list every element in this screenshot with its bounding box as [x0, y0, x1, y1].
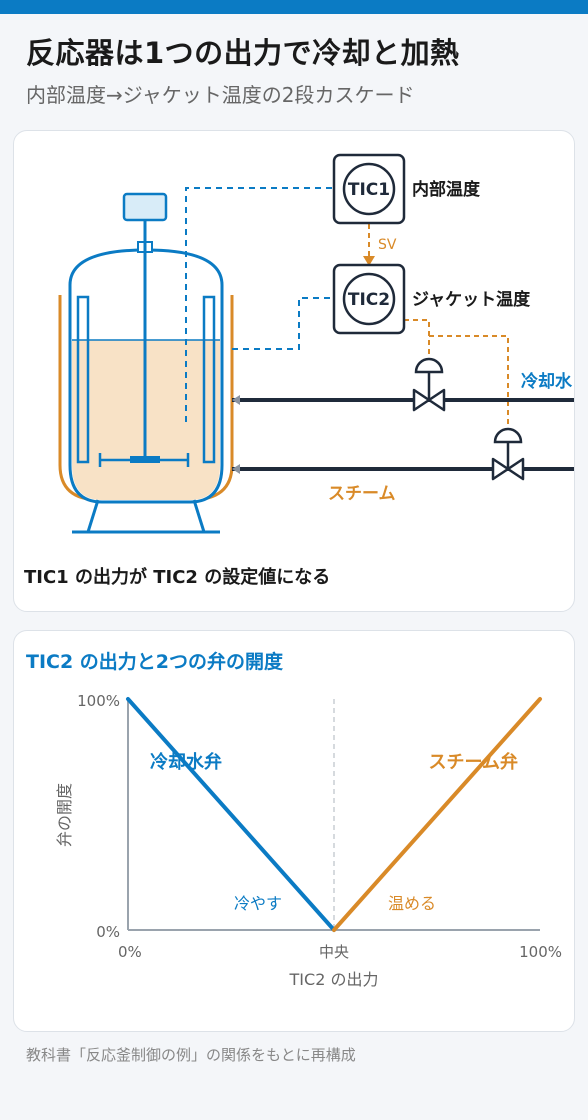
- annotation-heat: 温める: [388, 894, 436, 913]
- series-line-cooling: [126, 697, 336, 932]
- top-accent-bar: [0, 0, 588, 14]
- tic1-tag: TIC1: [348, 180, 390, 200]
- baffle-left: [76, 295, 90, 464]
- tic2-tag: TIC2: [348, 290, 390, 310]
- tic2-signal-line: [232, 297, 334, 350]
- sv-label: SV: [378, 237, 397, 253]
- footer-note: 教科書「反応釜制御の例」の関係をもとに再構成: [26, 1046, 356, 1064]
- steam-valve[interactable]: [491, 427, 525, 481]
- tic1-controller[interactable]: TIC1: [332, 153, 406, 225]
- tic1-signal-line: [185, 187, 334, 422]
- x-tick-label: 100%: [519, 943, 562, 961]
- reactor-legs: [86, 499, 206, 533]
- tic2-label: ジャケット温度: [412, 289, 531, 310]
- diagram-caption: TIC1 の出力が TIC2 の設定値になる: [24, 567, 331, 588]
- baffle-right: [202, 295, 216, 464]
- annotation-cool: 冷やす: [234, 894, 282, 913]
- y-tick-label: 0%: [96, 923, 120, 941]
- tic2-controller[interactable]: TIC2: [332, 263, 406, 335]
- y-axis-label: 弁の開度: [55, 783, 74, 847]
- cooling-water-valve[interactable]: [412, 357, 446, 412]
- cooling-water-label: 冷却水: [521, 371, 573, 392]
- x-axis-label: TIC2 の出力: [289, 970, 379, 989]
- x-tick-label: 中央: [319, 943, 349, 961]
- x-tick-label: 0%: [118, 943, 142, 961]
- page-subtitle: 内部温度→ジャケット温度の2段カスケード: [26, 83, 415, 107]
- series-label: 冷却水弁: [150, 751, 222, 773]
- steam-label: スチーム: [328, 484, 396, 504]
- series-label: スチーム弁: [429, 751, 518, 773]
- series-line-steam: [332, 697, 542, 932]
- valve-chart-card: [13, 630, 575, 1032]
- tic1-label: 内部温度: [412, 179, 481, 200]
- chart-title: TIC2 の出力と2つの弁の開度: [26, 651, 284, 673]
- page-title: 反応器は1つの出力で冷却と加熱: [26, 36, 460, 70]
- y-tick-label: 100%: [77, 692, 120, 710]
